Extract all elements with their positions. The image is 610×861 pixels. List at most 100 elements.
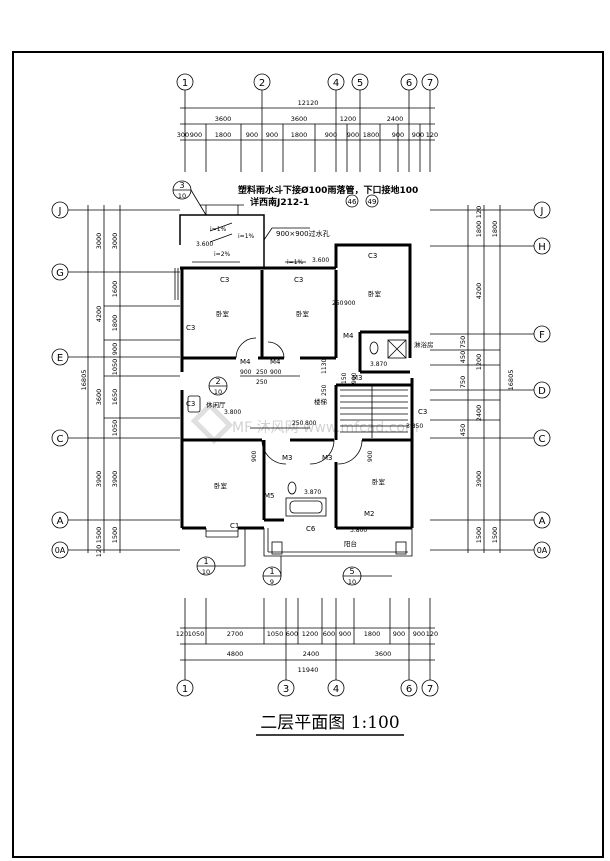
dim: 2400 xyxy=(387,115,404,123)
dim: 3900 xyxy=(95,471,103,488)
dim: 1050 xyxy=(267,630,284,638)
dim: 900 xyxy=(240,369,252,376)
shower-label: 淋浴房 xyxy=(414,340,434,349)
dim: 3000 xyxy=(95,233,103,250)
door-label: M4 xyxy=(343,332,354,340)
hole-note: 900×900过水孔 xyxy=(276,229,330,238)
dim: 1200 xyxy=(340,115,357,123)
dim: 900 xyxy=(325,131,337,139)
detail-num: 2 xyxy=(215,377,220,386)
detail-callouts xyxy=(172,180,392,586)
dim: 2400 xyxy=(303,650,320,658)
walls xyxy=(179,214,414,530)
level: 3.800 xyxy=(350,527,367,534)
dim: 600 xyxy=(286,630,298,638)
dim: 3900 xyxy=(111,471,119,488)
bottom-dimensions: 120 1050 2700 1050 600 1200 600 900 1800… xyxy=(176,630,438,674)
dim: 1800 xyxy=(291,131,308,139)
dim: 450 xyxy=(459,351,467,363)
detail-num: 1 xyxy=(269,567,274,576)
axis-label: C xyxy=(57,434,64,445)
dim: 900 xyxy=(392,131,404,139)
axis-label: 6 xyxy=(406,78,412,89)
dim: 900 xyxy=(111,343,119,355)
dim: 1600 xyxy=(111,281,119,298)
axis-label: G xyxy=(56,268,64,279)
dim: 1800 xyxy=(491,221,499,238)
dim: 300 xyxy=(177,131,189,139)
dim: 1800 xyxy=(111,315,119,332)
door-label: M3 xyxy=(352,374,363,382)
detail-sheet: 10 xyxy=(348,578,356,586)
dim: 3600 xyxy=(291,115,308,123)
detail-sheet: 10 xyxy=(202,568,210,576)
axis-label: 6 xyxy=(406,684,412,695)
dim: 150 xyxy=(341,372,348,384)
dim: 1800 xyxy=(475,221,483,238)
room-label: 卧室 xyxy=(368,289,382,298)
axis-label: 7 xyxy=(427,78,433,89)
detail-ref: 49 xyxy=(368,198,377,206)
dim: 900 xyxy=(190,131,202,139)
detail-sheet: 9 xyxy=(270,578,274,586)
dim: 2700 xyxy=(227,630,244,638)
window-label: C3 xyxy=(186,400,195,408)
dim: 4800 xyxy=(227,650,244,658)
right-axis-grid xyxy=(430,201,551,559)
room-label: 阳台 xyxy=(344,539,357,548)
dim: 250 xyxy=(321,384,328,396)
dim: 750 xyxy=(459,376,467,388)
room-label: 卧室 xyxy=(214,481,228,490)
dim: 250 xyxy=(256,369,268,376)
detail-sheet: 10 xyxy=(214,388,222,396)
top-axis-grid xyxy=(176,73,439,172)
detail-num: 3 xyxy=(179,181,184,190)
dim: 900 xyxy=(266,131,278,139)
dim: 120 xyxy=(426,131,438,139)
dim: 250 xyxy=(256,379,268,386)
dim: 250 xyxy=(332,300,344,307)
dim: 900 xyxy=(347,131,359,139)
dim: 600 xyxy=(323,630,335,638)
dim: 750 xyxy=(459,336,467,348)
dim: 4200 xyxy=(475,283,483,300)
left-axis-grid xyxy=(51,201,180,559)
dim: 900 xyxy=(339,630,351,638)
axis-label: F xyxy=(539,330,545,341)
axis-label: 0A xyxy=(55,546,66,555)
level: 3.600 xyxy=(196,241,213,248)
dim-total: 12120 xyxy=(298,99,319,107)
axis-label: 0A xyxy=(537,546,548,555)
axis-label: 5 xyxy=(357,78,363,89)
door-label: M4 xyxy=(240,358,251,366)
axis-label: E xyxy=(57,353,63,364)
door-label: M2 xyxy=(364,510,375,518)
window-label: C3 xyxy=(186,324,195,332)
sheet-border xyxy=(12,51,604,858)
dim: 1200 xyxy=(302,630,319,638)
slope: i=1% xyxy=(238,233,255,240)
dim: 1050 xyxy=(111,359,119,376)
dim-total: 16805 xyxy=(80,370,88,391)
axis-label: 4 xyxy=(333,78,339,89)
dim: 120 xyxy=(95,545,103,557)
dim: 3600 xyxy=(95,389,103,406)
door-label: M3 xyxy=(322,454,333,462)
drawing-title: 二层平面图 1:100 xyxy=(260,713,399,733)
axis-label: 1 xyxy=(182,684,188,695)
dim-total: 11940 xyxy=(298,666,319,674)
axis-label: J xyxy=(58,206,62,217)
room-label: 卧室 xyxy=(216,309,230,318)
detail-sheet: 10 xyxy=(178,192,186,200)
door-label: M5 xyxy=(264,492,275,500)
dim: 1050 xyxy=(188,630,205,638)
dim: 250 xyxy=(292,420,304,427)
axis-label: H xyxy=(538,242,546,253)
dim: 800 xyxy=(305,420,317,427)
dim: 120 xyxy=(176,630,188,638)
dim: 900 xyxy=(412,131,424,139)
level: 3.870 xyxy=(370,361,387,368)
dim: 1500 xyxy=(491,527,499,544)
dim: 1800 xyxy=(364,630,381,638)
drain-ref: 详西南J212-1 xyxy=(250,196,309,208)
